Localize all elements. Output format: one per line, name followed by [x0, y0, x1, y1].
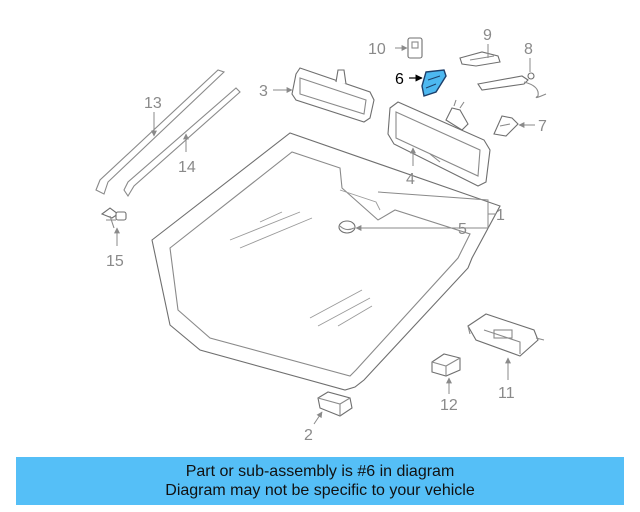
- wire-cover-9: [459, 51, 501, 67]
- windshield: [151, 132, 501, 391]
- callout-11: 11: [498, 385, 515, 402]
- callout-7: 7: [538, 118, 547, 135]
- callout-3: 3: [259, 83, 268, 100]
- callout-5: 5: [458, 221, 467, 238]
- callout-8: 8: [524, 41, 533, 58]
- mount-bracket-10: [407, 37, 423, 59]
- callout-4: 4: [406, 171, 415, 188]
- leader-lines: [114, 44, 535, 425]
- rear-view-mirror-4: [387, 99, 491, 187]
- callout-6: 6: [395, 71, 404, 88]
- control-module-11: [467, 313, 545, 357]
- wire-harness-8: [477, 72, 547, 99]
- callout-2: 2: [304, 427, 313, 444]
- clip-fastener: [100, 207, 127, 229]
- small-block-12: [431, 353, 461, 377]
- sensor-7: [493, 115, 519, 137]
- parts-diagram: 1 2 3 4 5 6 7 8 9 10 11 12 13 14 15: [95, 27, 547, 444]
- callout-10: 10: [368, 41, 386, 58]
- info-banner: Part or sub-assembly is #6 in diagram Di…: [16, 457, 624, 505]
- rear-view-mirror-3: [291, 67, 375, 123]
- windshield-molding: [95, 69, 241, 198]
- callout-14: 14: [178, 159, 196, 176]
- callout-9: 9: [483, 27, 492, 44]
- callout-1: 1: [496, 207, 505, 224]
- banner-line-2: Diagram may not be specific to your vehi…: [165, 482, 475, 499]
- callout-15: 15: [106, 253, 124, 270]
- callout-13: 13: [144, 95, 162, 112]
- callout-12: 12: [440, 397, 458, 414]
- small-block-2: [317, 391, 353, 417]
- mirror-mount-button: [338, 220, 356, 234]
- part-6-cover: [421, 69, 447, 97]
- banner-line-1: Part or sub-assembly is #6 in diagram: [185, 463, 455, 480]
